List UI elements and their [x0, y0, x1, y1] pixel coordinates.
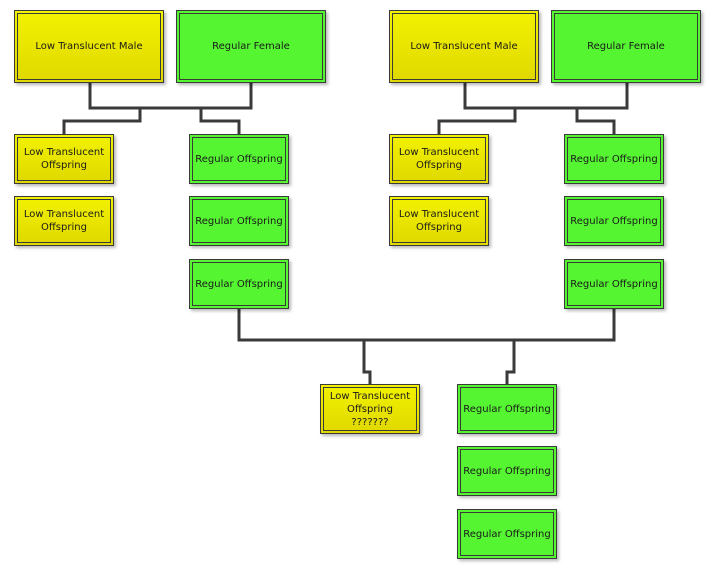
connector-bottom-reg-branch: [505, 340, 516, 385]
connector-right-reg-branch: [575, 108, 616, 134]
right-parent-female: Regular Female: [551, 10, 701, 83]
node-label: Low Translucent Offspring ???????: [329, 390, 411, 428]
left-regular-offspring-3: Regular Offspring: [189, 259, 289, 309]
node-label: Regular Offspring: [570, 278, 658, 290]
node-label: Low Translucent Offspring: [398, 147, 480, 171]
cross-regular-offspring-2: Regular Offspring: [457, 446, 557, 496]
right-regular-offspring-2: Regular Offspring: [564, 196, 664, 246]
node-label: Regular Offspring: [195, 278, 283, 290]
node-label: Low Translucent Offspring: [23, 147, 105, 171]
node-label: Regular Offspring: [463, 465, 551, 477]
connector-cross: [237, 309, 616, 342]
node-label: Low Translucent Offspring: [23, 209, 105, 233]
left-regular-offspring-1: Regular Offspring: [189, 134, 289, 184]
node-label: Regular Offspring: [570, 215, 658, 227]
connector-right-low-branch: [437, 108, 517, 134]
connector-left-parents: [88, 83, 253, 110]
left-low-offspring-2: Low Translucent Offspring: [14, 196, 114, 246]
node-label: Low Translucent Male: [410, 41, 518, 52]
right-low-offspring-2: Low Translucent Offspring: [389, 196, 489, 246]
cross-regular-offspring-1: Regular Offspring: [457, 384, 557, 434]
node-label: Low Translucent Male: [35, 41, 143, 52]
right-parent-male: Low Translucent Male: [389, 10, 539, 83]
connector-left-low-branch: [62, 108, 142, 134]
right-regular-offspring-1: Regular Offspring: [564, 134, 664, 184]
node-label: Low Translucent Offspring: [398, 209, 480, 233]
node-label: Regular Offspring: [195, 153, 283, 165]
left-parent-male: Low Translucent Male: [14, 10, 164, 83]
left-parent-female: Regular Female: [176, 10, 326, 83]
node-label: Regular Offspring: [195, 215, 283, 227]
connector-left-reg-branch: [199, 108, 241, 134]
left-low-offspring-1: Low Translucent Offspring: [14, 134, 114, 184]
left-regular-offspring-2: Regular Offspring: [189, 196, 289, 246]
cross-regular-offspring-3: Regular Offspring: [457, 509, 557, 559]
cross-low-offspring: Low Translucent Offspring ???????: [320, 384, 420, 434]
node-label: Regular Offspring: [570, 153, 658, 165]
connector-bottom-low-branch: [362, 340, 372, 385]
right-low-offspring-1: Low Translucent Offspring: [389, 134, 489, 184]
connector-right-parents: [463, 83, 629, 110]
node-label: Regular Female: [587, 41, 665, 52]
node-label: Regular Offspring: [463, 403, 551, 415]
right-regular-offspring-3: Regular Offspring: [564, 259, 664, 309]
node-label: Regular Female: [212, 41, 290, 52]
node-label: Regular Offspring: [463, 528, 551, 540]
